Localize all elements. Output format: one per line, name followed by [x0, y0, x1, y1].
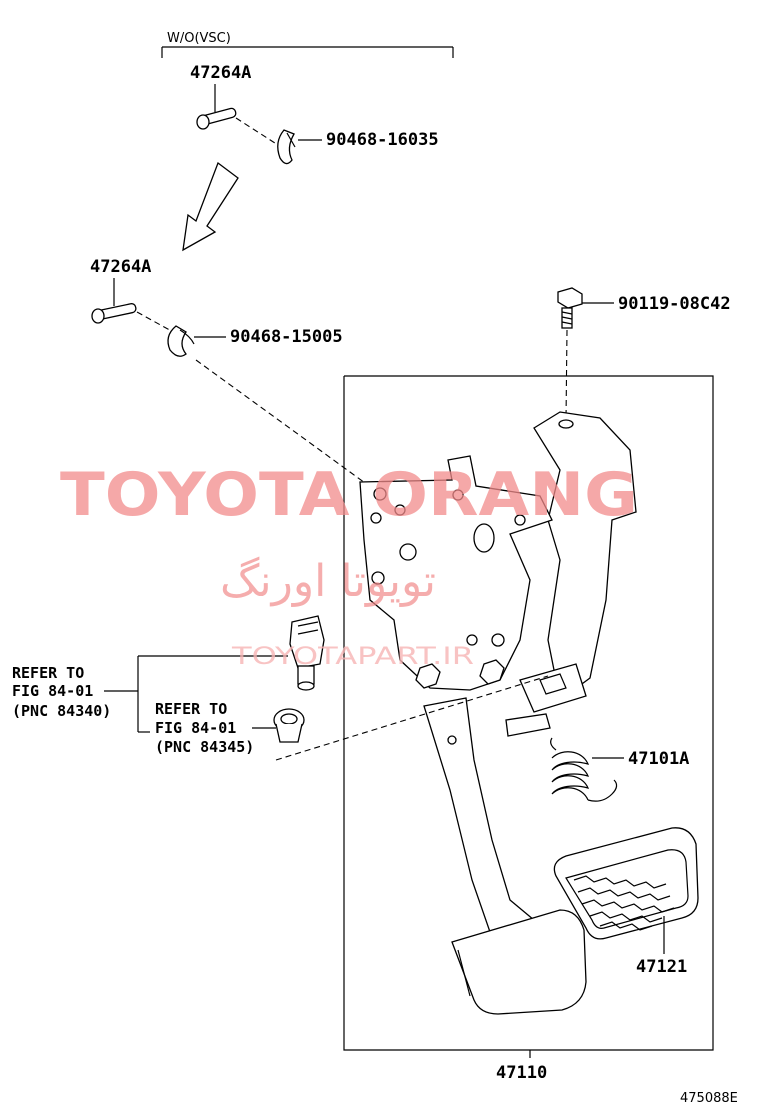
label-bolt: 90119-08C42 [618, 294, 731, 314]
label-clip-upper: 90468-16035 [326, 130, 439, 150]
watermark: TOYOTA ORANG تویوتا اورنگ TOYOTAPART.IR [60, 460, 638, 670]
label-clip-lower: 90468-15005 [230, 327, 343, 347]
stop-switch-part [289, 615, 325, 691]
label-pin-lower: 47264A [90, 257, 151, 277]
cushion-part [273, 708, 305, 743]
pin-upper-part [196, 107, 237, 130]
arrow-down-left-icon [182, 161, 239, 252]
ref-cushion-line3: (PNC 84345) [155, 738, 254, 756]
ref-cushion-line2: FIG 84-01 [155, 719, 236, 737]
ref-switch-line2: FIG 84-01 [12, 682, 93, 700]
figure-code: 475088E [680, 1091, 738, 1106]
label-pedal-assembly: 47110 [496, 1063, 547, 1083]
reference-cushion: REFER TO FIG 84-01 (PNC 84345) [155, 675, 549, 761]
variant-note: W/O(VSC) [167, 31, 231, 46]
pin-lower-part [91, 303, 137, 324]
ref-switch-line1: REFER TO [12, 664, 84, 682]
variant-bracket: W/O(VSC) [161, 31, 454, 58]
watermark-brand-fa: تویوتا اورنگ [220, 556, 436, 607]
label-spring: 47101A [628, 749, 689, 769]
bolt-group: 90119-08C42 [557, 287, 731, 421]
pedal-pad-part [553, 827, 699, 940]
lower-pin-group: 47264A 90468-15005 [90, 257, 373, 489]
pedal-pad-mounted [451, 909, 587, 1015]
clip-lower-part [167, 325, 195, 357]
watermark-brand: TOYOTA ORANG [60, 460, 638, 530]
label-pin-upper: 47264A [190, 63, 251, 83]
clip-upper-part [277, 129, 296, 165]
assembly-frame [343, 375, 714, 1058]
ref-cushion-line1: REFER TO [155, 700, 227, 718]
upper-pin-group: 47264A 90468-16035 [190, 63, 439, 165]
spring-part [550, 737, 618, 802]
pedal-bracket [359, 411, 637, 737]
reference-switch: REFER TO FIG 84-01 (PNC 84340) [12, 655, 288, 733]
ref-switch-line3: (PNC 84340) [12, 702, 111, 720]
label-pedal-pad: 47121 [636, 957, 687, 977]
watermark-site: TOYOTAPART.IR [231, 642, 474, 670]
bolt-part [557, 287, 583, 329]
